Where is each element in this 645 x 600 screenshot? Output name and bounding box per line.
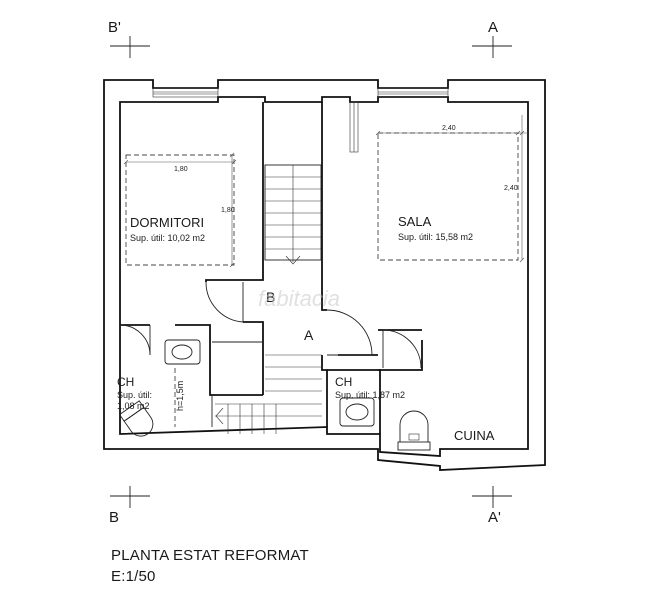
dorm-width-dimension: 1,80: [174, 166, 188, 173]
room-area-ch-right: Sup. útil: 1,87 m2: [335, 390, 405, 400]
drawing-title-block: PLANTA ESTAT REFORMAT E:1/50: [111, 545, 309, 587]
staircase: [215, 164, 322, 434]
interior-walls: [120, 102, 423, 434]
point-label-a: A: [304, 327, 314, 343]
room-name-sala: SALA: [398, 214, 432, 229]
point-label-b: B: [266, 289, 275, 305]
furniture-outlines: [125, 132, 519, 427]
section-label-a-prime: A': [488, 509, 501, 526]
drawing-scale: E:1/50: [111, 568, 156, 585]
section-label-b-prime: B': [108, 19, 121, 36]
doors: [119, 281, 422, 369]
drawing-title: PLANTA ESTAT REFORMAT: [111, 547, 309, 564]
windows: [152, 87, 449, 153]
ceiling-height-label: h=1,5m: [175, 381, 185, 411]
room-area-value-ch-left: 1,08 m2: [117, 401, 150, 411]
watermark: fabitacia: [258, 286, 340, 311]
section-label-b: B: [109, 509, 119, 526]
sala-width-dimension: 2,40: [442, 125, 456, 132]
section-marker-b-prime: B': [108, 19, 150, 58]
section-marker-a-prime: A': [472, 486, 512, 526]
section-label-a: A: [488, 19, 498, 36]
dorm-height-dimension: 1,80: [221, 207, 235, 214]
room-area-label-ch-left: Sup. útil:: [117, 390, 152, 400]
bathroom-fixtures: [118, 339, 431, 451]
section-marker-a: A: [472, 19, 512, 58]
section-marker-b: B: [109, 486, 150, 526]
room-name-ch-left: CH: [117, 375, 134, 389]
room-area-sala: Sup. útil: 15,58 m2: [398, 232, 473, 242]
room-name-ch-right: CH: [335, 375, 352, 389]
dimension-lines: [123, 115, 528, 268]
room-area-dormitori: Sup. útil: 10,02 m2: [130, 233, 205, 243]
room-name-dormitori: DORMITORI: [130, 215, 204, 230]
sala-height-dimension: 2,40: [504, 185, 518, 192]
outer-walls: [103, 79, 546, 471]
room-name-cuina: CUINA: [454, 428, 495, 443]
